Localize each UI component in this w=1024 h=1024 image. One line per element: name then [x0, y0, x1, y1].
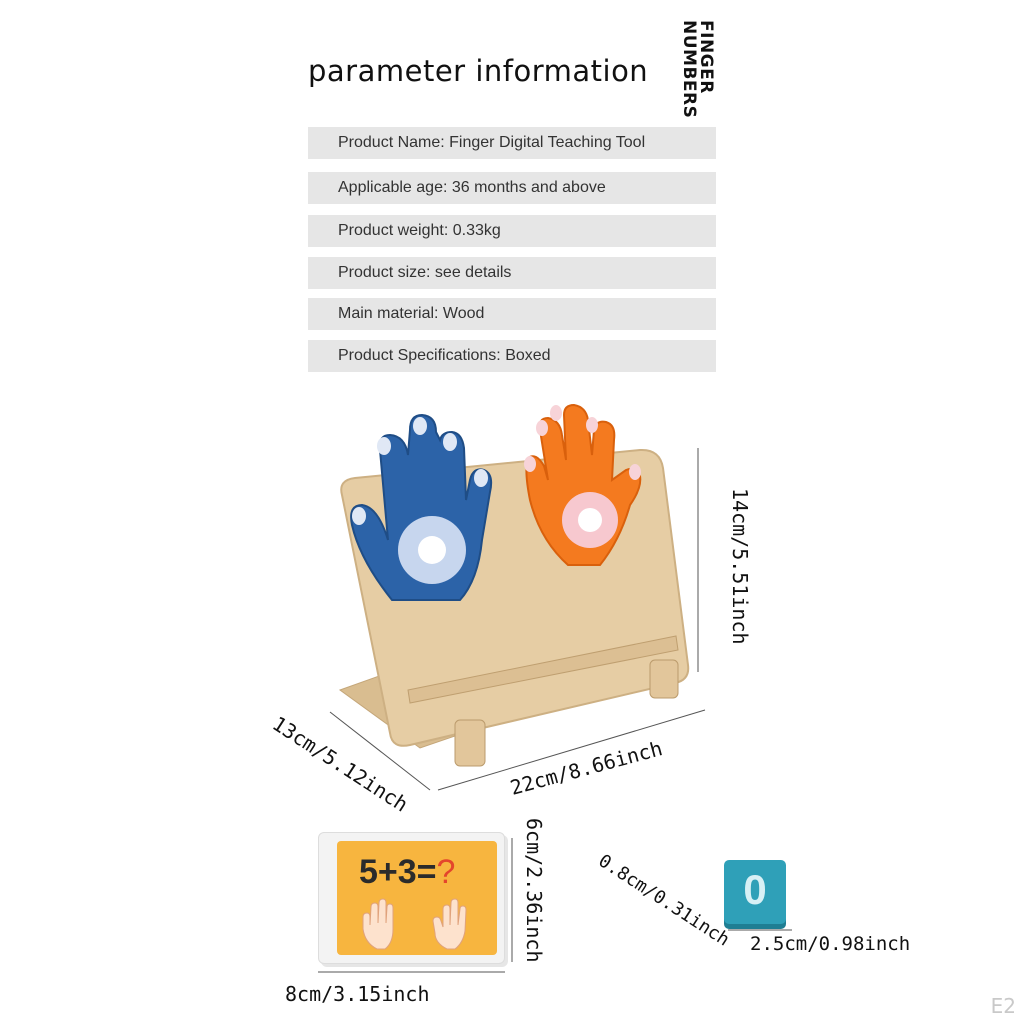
number-tile-digit: 0	[743, 866, 767, 913]
board-foot-left	[454, 719, 486, 767]
blue-felt-hand	[350, 413, 493, 601]
board-foot-right	[649, 659, 679, 699]
card-hands-icon	[362, 898, 467, 950]
param-row-applicable-age: Applicable age: 36 months and above	[308, 172, 716, 204]
board-depth-line	[329, 711, 431, 791]
number-tile: 0	[724, 860, 786, 924]
board-ledge	[407, 635, 679, 704]
card-width-label: 8cm/3.15inch	[285, 982, 430, 1006]
param-row-product-weight: Product weight: 0.33kg	[308, 215, 716, 247]
watermark: E2	[990, 994, 1016, 1018]
param-row-product-size: Product size: see details	[308, 257, 716, 289]
tile-width-label: 2.5cm/0.98inch	[750, 933, 911, 955]
side-title: FINGER NUMBERS	[679, 20, 716, 119]
param-row-specifications: Product Specifications: Boxed	[308, 340, 716, 372]
side-title-line1: FINGER	[696, 20, 716, 94]
side-title-line2: NUMBERS	[679, 20, 699, 119]
board-width-line	[437, 709, 706, 791]
card-equation: 5+3=?	[359, 853, 455, 892]
math-card: 5+3=?	[318, 832, 505, 964]
card-question-mark: ?	[436, 853, 456, 891]
param-row-main-material: Main material: Wood	[308, 298, 716, 330]
card-height-label: 6cm/2.36inch	[522, 818, 546, 963]
orange-felt-hand	[524, 403, 642, 566]
param-row-product-name: Product Name: Finger Digital Teaching To…	[308, 127, 716, 159]
board-height-label: 14cm/5.51inch	[728, 488, 752, 645]
card-equation-text: 5+3=	[359, 853, 437, 891]
math-card-face: 5+3=?	[337, 841, 497, 955]
page-title: parameter information	[308, 54, 649, 88]
